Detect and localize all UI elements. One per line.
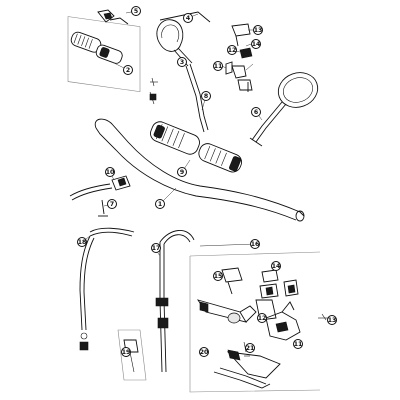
callout-19: 19 — [121, 347, 131, 357]
svg-text:16: 16 — [251, 241, 260, 248]
svg-text:9: 9 — [180, 169, 184, 176]
callout-7: 7 — [107, 199, 117, 209]
callout-12b: 12 — [257, 313, 267, 323]
callout-9: 9 — [177, 167, 187, 177]
cable-18 — [79, 227, 135, 351]
svg-text:20: 20 — [200, 349, 209, 356]
svg-text:11: 11 — [214, 63, 223, 70]
svg-text:12: 12 — [258, 315, 267, 322]
mirror-right — [249, 72, 319, 147]
svg-text:8: 8 — [204, 93, 208, 100]
svg-text:11: 11 — [294, 341, 303, 348]
svg-text:18: 18 — [78, 239, 87, 246]
svg-text:14: 14 — [272, 263, 281, 270]
grip-kit-assembly — [67, 9, 141, 93]
callout-2: 2 — [123, 65, 133, 75]
callout-16: 16 — [250, 239, 260, 249]
cable-17 — [155, 230, 195, 373]
callout-1: 1 — [155, 199, 165, 209]
left-lever-group — [69, 175, 131, 217]
svg-text:21: 21 — [246, 345, 255, 352]
callout-17: 17 — [151, 243, 161, 253]
brake-clamp-parts — [221, 267, 299, 299]
callout-10: 10 — [105, 167, 115, 177]
callout-21: 21 — [245, 343, 255, 353]
callout-13b: 13 — [327, 315, 337, 325]
svg-text:4: 4 — [186, 15, 191, 22]
clutch-clamp-cluster — [225, 23, 253, 92]
svg-text:6: 6 — [254, 109, 258, 116]
callout-18: 18 — [77, 237, 87, 247]
callout-13: 13 — [253, 25, 263, 35]
callout-11b: 11 — [293, 339, 303, 349]
svg-text:5: 5 — [134, 8, 138, 15]
svg-text:3: 3 — [180, 59, 184, 66]
callout-6: 6 — [251, 107, 261, 117]
svg-text:14: 14 — [252, 41, 261, 48]
svg-text:2: 2 — [126, 67, 130, 74]
svg-text:15: 15 — [214, 273, 223, 280]
callout-20: 20 — [199, 347, 209, 357]
brake-master-cylinder — [196, 299, 301, 341]
svg-text:13: 13 — [328, 317, 337, 324]
callout-8: 8 — [201, 91, 211, 101]
svg-text:12: 12 — [228, 47, 237, 54]
svg-text:1: 1 — [158, 201, 162, 208]
svg-text:10: 10 — [106, 169, 115, 176]
leader-lines — [81, 10, 263, 353]
brake-assembly-box — [189, 251, 321, 393]
brake-lever — [213, 341, 281, 389]
svg-text:7: 7 — [110, 201, 114, 208]
callout-14: 14 — [251, 39, 261, 49]
callout-5: 5 — [131, 6, 141, 16]
cable-8 — [185, 63, 209, 133]
svg-text:19: 19 — [122, 349, 131, 356]
svg-text:17: 17 — [152, 245, 161, 252]
callout-12: 12 — [227, 45, 237, 55]
callout-3: 3 — [177, 57, 187, 67]
callout-15: 15 — [213, 271, 223, 281]
grip-set-center — [150, 121, 243, 173]
small-bolts — [149, 77, 158, 105]
svg-text:13: 13 — [254, 27, 263, 34]
callout-11: 11 — [213, 61, 223, 71]
callout-4: 4 — [183, 13, 193, 23]
handlebar — [94, 118, 305, 222]
callout-14b: 14 — [271, 261, 281, 271]
